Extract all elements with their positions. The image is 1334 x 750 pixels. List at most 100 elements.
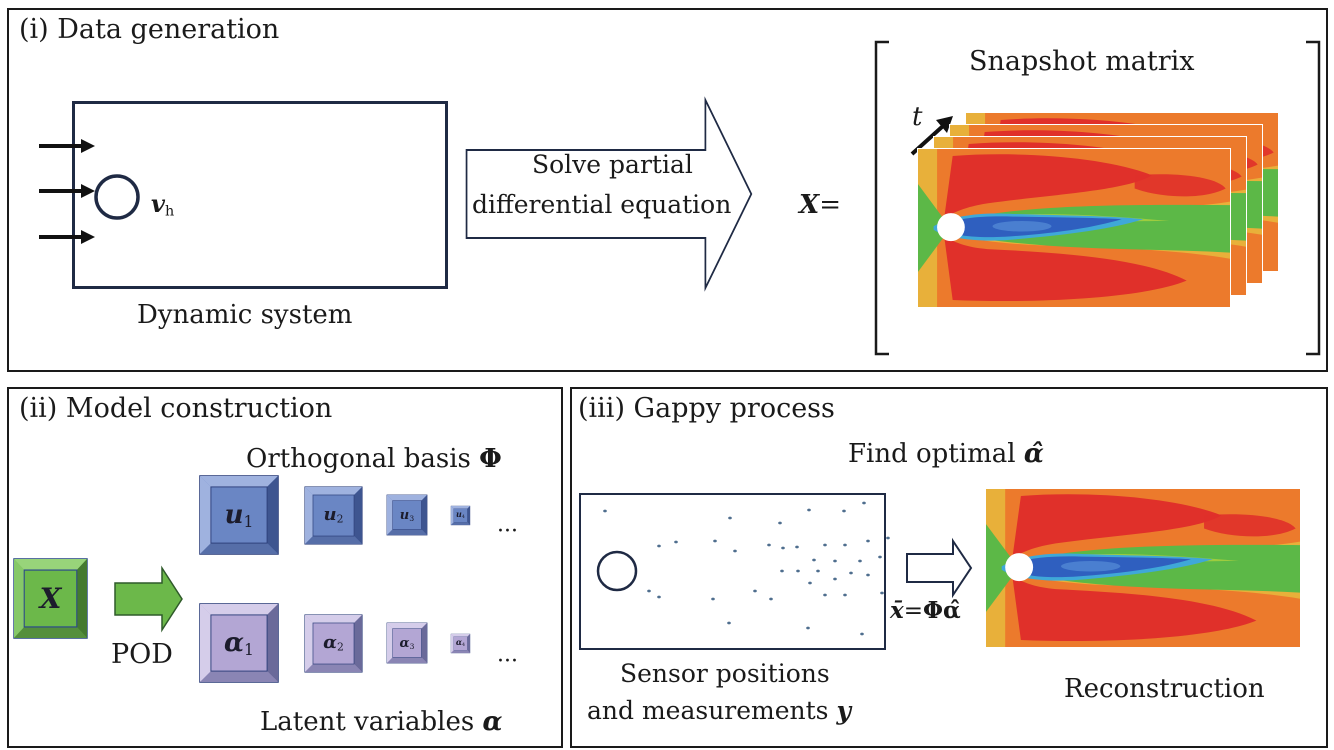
snapshot-matrix-title: Snapshot matrix [969,46,1195,77]
bevel-box [199,603,279,683]
cylinder-obstacle-icon [94,174,140,220]
bevel-box [386,494,428,536]
panel-title: (i) Data generation [19,14,280,45]
sensor-point [816,569,820,573]
latent-variable-box-label: α4 [455,637,466,649]
sensor-point [823,593,827,597]
bevel-box [304,613,363,673]
sensor-point [843,543,847,547]
sensor-point [780,569,784,573]
latent-variable-box-label: α2 [323,632,344,654]
flow-field-reconstruction [986,489,1300,647]
basis-vector-box: u2 [304,485,363,545]
panel-title: (iii) Gappy process [578,393,835,424]
system-caption: Dynamic system [137,300,353,330]
basis-label: Orthogonal basis Φ [246,444,502,474]
bevel-box [450,505,471,525]
sensor-point [753,589,757,593]
sensor-point [843,593,847,597]
sensor-point [711,597,715,601]
latent-variable-box: α4 [450,633,471,653]
snapshot-frame [917,148,1231,308]
panel-title: (ii) Model construction [19,393,333,424]
basis-vector-box-label: u4 [456,509,465,521]
reconstruction-caption: Reconstruction [1064,674,1265,704]
panel-model-construction: (ii) Model construction Orthogonal basis… [7,387,563,748]
bevel-box [450,633,471,653]
sensor-point [807,508,811,512]
solve-pde-arrow [465,96,753,292]
dynamic-system-domain [72,101,448,289]
basis-vector-box: u4 [450,505,471,525]
cylinder-obstacle-icon [596,550,638,592]
sensor-point [674,540,678,544]
sensor-caption-line2: and measurements y [587,696,852,725]
snapshot-matrix-equation: X= [799,190,841,220]
snapshot-matrix-box: X [13,558,88,639]
basis-vector-box: u1 [199,475,279,555]
flow-field-snapshot [918,149,1230,307]
bevel-box [304,485,363,545]
sensor-point [713,539,717,543]
velocity-label: vh [151,189,175,220]
panel-gappy-process: (iii) Gappy process Find optimal α̂ x̄=Φ… [570,387,1328,748]
sensor-point [878,555,882,559]
panel-data-generation: (i) Data generation vh Dynamic system So… [7,8,1328,372]
sensor-point [603,509,607,513]
latent-variable-box-label: α3 [399,635,415,651]
sensor-point [796,569,800,573]
sensor-point [727,621,731,625]
sensor-point [858,559,862,563]
sensor-point [795,545,799,549]
latent-variable-box: α2 [304,613,363,673]
sensor-point [767,543,771,547]
sensor-caption-line1: Sensor positions [620,659,830,688]
basis-ellipsis: ··· [497,519,518,544]
sensor-point [781,546,785,550]
sensor-point [812,558,816,562]
reconstruction-equation: x̄=Φα̂ [890,597,961,624]
basis-vector-box: u3 [386,494,428,536]
sensor-point [866,573,870,577]
sensor-point [833,559,837,563]
inflow-arrows-icon [39,139,95,244]
pod-label: POD [111,639,173,670]
sensor-point [808,581,812,585]
reconstruction-arrow-icon [906,537,973,599]
latent-ellipsis: ··· [497,649,518,674]
matrix-left-bracket [874,40,889,356]
sensor-domain [579,493,886,650]
basis-vector-box-label: u3 [399,507,415,523]
sensor-point [880,591,884,595]
sensor-point [833,577,837,581]
sensor-point [733,549,737,553]
bevel-box [199,475,279,555]
sensor-point [778,521,782,525]
latent-variable-box: α3 [386,622,428,664]
sensor-point [647,589,651,593]
sensor-point [657,544,661,548]
bevel-box-green [13,558,88,639]
bevel-box [386,622,428,664]
sensor-point [806,626,810,630]
latent-label: Latent variables α [260,707,503,737]
sensor-point [862,501,866,505]
sensor-point [886,536,890,540]
latent-variable-box: α1 [199,603,279,683]
sensor-point [849,571,853,575]
sensor-point [860,632,864,636]
sensor-point [657,595,661,599]
sensor-point [769,597,773,601]
sensor-point [728,516,732,520]
sensor-field [596,501,890,636]
time-label: t [912,102,923,132]
sensor-point [842,509,846,513]
latent-variable-box-label: α1 [224,627,254,659]
basis-vector-box-label: u2 [323,504,344,526]
find-optimal-label: Find optimal α̂ [848,439,1044,469]
basis-vector-box-label: u1 [224,499,254,531]
arrow-text-line1: Solve partial [532,150,693,179]
sensor-point [866,539,870,543]
sensor-point [823,543,827,547]
arrow-text-line2: differential equation [472,190,732,219]
